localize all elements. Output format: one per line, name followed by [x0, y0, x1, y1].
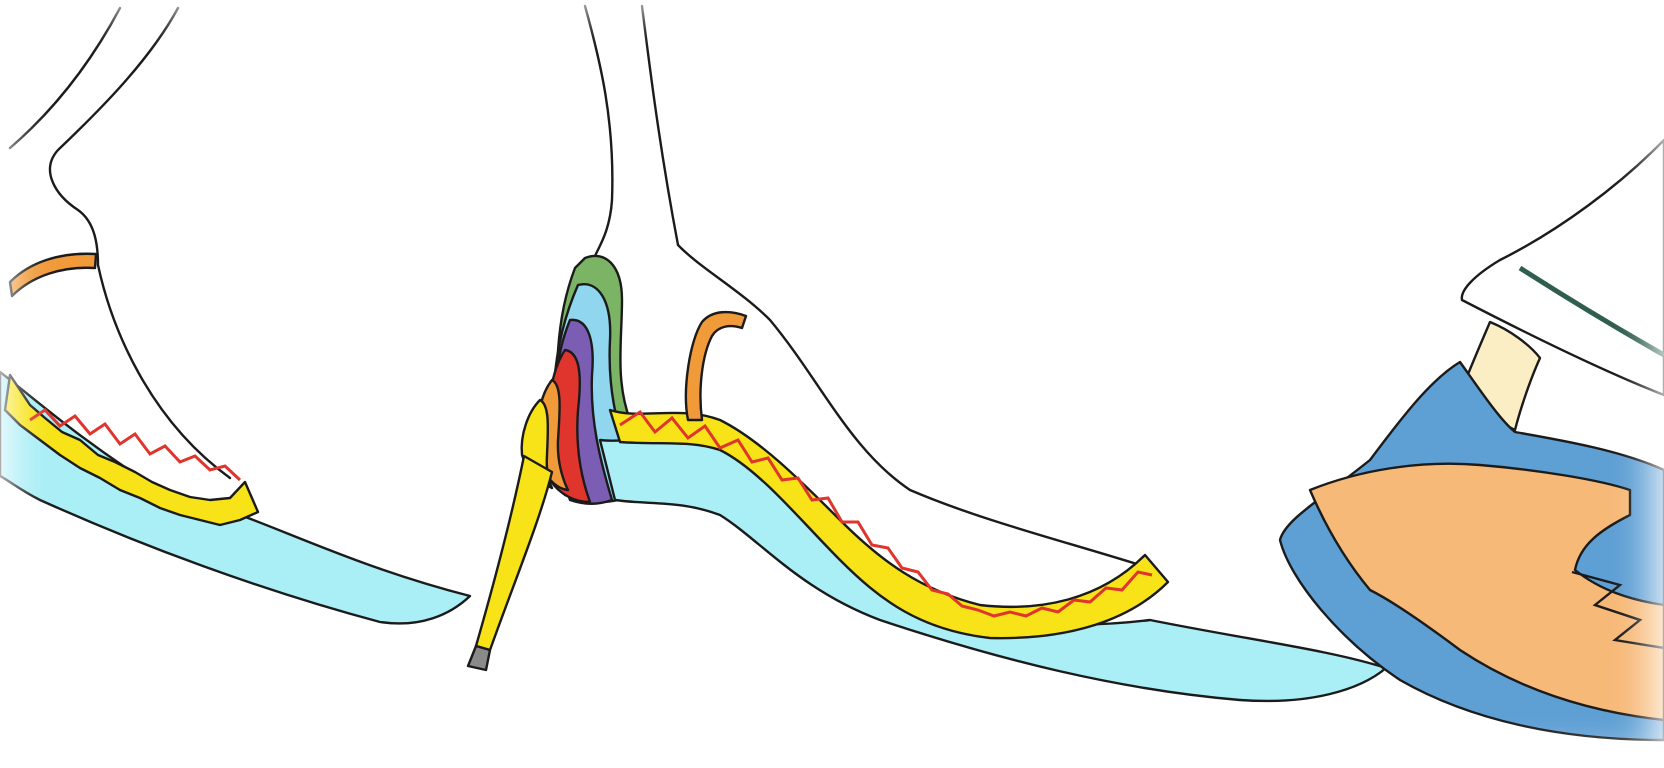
center-shoe-trim [608, 408, 1170, 640]
trouser-stripe [1518, 265, 1664, 358]
trouser-hem [1460, 138, 1664, 397]
left-ankle-strap [8, 252, 98, 298]
center-foot-group [466, 4, 1388, 703]
left-foot-group [0, 6, 472, 625]
center-leg-outline [583, 4, 1142, 567]
stiletto-heel [474, 454, 554, 652]
center-shoe-sole [598, 430, 1388, 703]
left-shoe-trim [3, 373, 260, 527]
sneaker-lace-stripes [1571, 570, 1664, 650]
center-ankle-strap [684, 310, 748, 422]
stiletto-tip [466, 644, 492, 672]
left-trim-zigzag [29, 408, 242, 482]
left-leg-outline [8, 6, 232, 480]
right-foot-group [1278, 138, 1664, 742]
center-trim-zigzag [619, 409, 1153, 618]
sneaker-panel-orange [1308, 462, 1664, 722]
